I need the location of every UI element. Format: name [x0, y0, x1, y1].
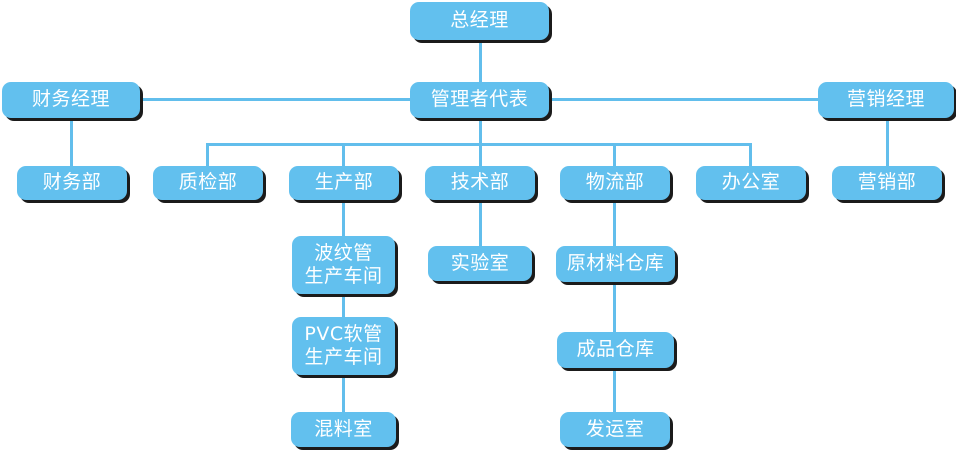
connector-finance-mgr-to-mgmt-rep: [140, 98, 414, 101]
node-pvc-hose-workshop[interactable]: PVC软管 生产车间: [292, 317, 395, 375]
node-production-dept[interactable]: 生产部: [289, 166, 399, 200]
connector-bus-to-quality-dept: [206, 143, 209, 166]
node-shipping-room[interactable]: 发运室: [560, 412, 670, 447]
connector-technology-to-laboratory: [479, 198, 482, 246]
connector-mgmt-rep-trunk: [479, 116, 482, 146]
node-finance-manager[interactable]: 财务经理: [2, 82, 140, 118]
node-marketing-manager[interactable]: 营销经理: [818, 82, 954, 118]
connector-pvc-workshop-to-mixing-room: [342, 374, 345, 412]
node-corrugated-pipe-workshop[interactable]: 波纹管 生产车间: [292, 236, 395, 294]
connector-bus-to-technology-dept: [479, 143, 482, 166]
node-management-representative[interactable]: 管理者代表: [410, 82, 549, 118]
node-marketing-dept[interactable]: 营销部: [832, 166, 942, 200]
node-quality-inspection-dept[interactable]: 质检部: [153, 166, 263, 200]
node-general-manager[interactable]: 总经理: [410, 2, 549, 40]
connector-mgmt-rep-to-marketing-mgr: [546, 98, 821, 101]
connector-production-to-corrugated-workshop: [342, 198, 345, 236]
node-raw-material-warehouse[interactable]: 原材料仓库: [556, 246, 675, 282]
connector-logistics-to-raw-warehouse: [613, 198, 616, 246]
connector-gm-to-mgmt-rep: [479, 40, 482, 85]
connector-marketing-mgr-to-marketing-dept: [886, 116, 889, 166]
connector-bus-to-office: [749, 143, 752, 166]
connector-bus-to-logistics-dept: [613, 143, 616, 166]
connector-finished-warehouse-to-shipping-room: [613, 370, 616, 412]
connector-finance-mgr-to-finance-dept: [70, 116, 73, 166]
node-office[interactable]: 办公室: [696, 166, 806, 200]
connector-bus-to-production-dept: [342, 143, 345, 166]
node-logistics-dept[interactable]: 物流部: [560, 166, 670, 200]
node-laboratory[interactable]: 实验室: [428, 246, 532, 281]
connector-raw-warehouse-to-finished-warehouse: [613, 284, 616, 332]
connector-corrugated-to-pvc-workshop: [342, 292, 345, 317]
node-technology-dept[interactable]: 技术部: [425, 166, 535, 200]
node-finished-goods-warehouse[interactable]: 成品仓库: [557, 332, 674, 368]
node-finance-dept[interactable]: 财务部: [17, 166, 127, 200]
node-mixing-room[interactable]: 混料室: [291, 412, 396, 447]
